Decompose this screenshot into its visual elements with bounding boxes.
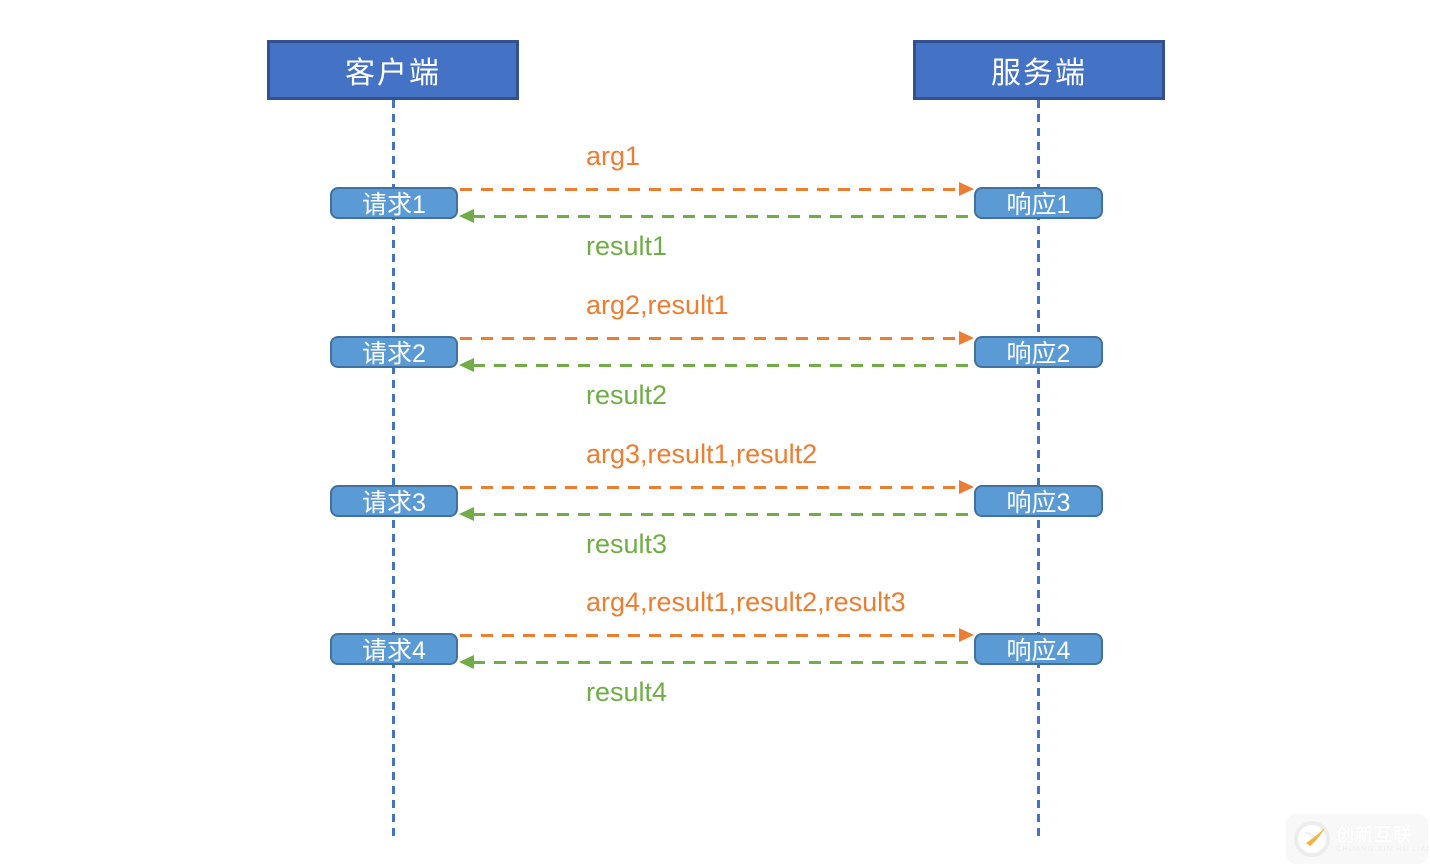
result-label: result2 — [586, 380, 668, 410]
response-node-label: 响应1 — [1006, 191, 1071, 219]
result-arrow — [473, 364, 973, 367]
response-node: 响应2 — [974, 336, 1103, 368]
result-arrowhead-icon — [459, 358, 474, 372]
response-node: 响应3 — [974, 485, 1103, 517]
request-arrow — [460, 486, 961, 489]
request-node-label: 请求3 — [362, 489, 426, 517]
request-arrowhead-icon — [959, 480, 974, 494]
request-arrowhead-icon — [959, 182, 974, 196]
result-arrowhead-icon — [459, 655, 474, 669]
response-node-label: 响应3 — [1006, 489, 1071, 517]
response-node-label: 响应2 — [1006, 340, 1071, 368]
request-arrow — [460, 337, 961, 340]
request-node: 请求4 — [330, 633, 458, 665]
result-label: result1 — [586, 231, 668, 261]
request-node: 请求3 — [330, 485, 458, 517]
actor-server-box: 服务端 — [913, 40, 1165, 100]
response-node: 响应1 — [974, 187, 1103, 219]
request-node-label: 请求1 — [362, 191, 426, 219]
result-arrowhead-icon — [459, 209, 474, 223]
request-node: 请求2 — [330, 336, 458, 368]
request-arrow — [460, 188, 961, 191]
response-node-label: 响应4 — [1006, 637, 1071, 665]
request-arrowhead-icon — [959, 331, 974, 345]
client-lifeline — [392, 100, 395, 841]
result-arrow — [473, 215, 973, 218]
request-node-label: 请求4 — [362, 637, 426, 665]
request-node-label: 请求2 — [362, 340, 426, 368]
actor-server-label: 服务端 — [991, 57, 1087, 90]
server-lifeline — [1037, 100, 1040, 841]
arg-label: arg2,result1 — [586, 290, 729, 320]
watermark: 创新互联 CHUANG XIN HU LIAN — [1286, 814, 1430, 864]
watermark-brand-en: CHUANG XIN HU LIAN — [1336, 843, 1430, 853]
response-node: 响应4 — [974, 633, 1103, 665]
result-arrow — [473, 513, 973, 516]
result-arrowhead-icon — [459, 507, 474, 521]
actor-client-box: 客户端 — [267, 40, 519, 100]
request-arrowhead-icon — [959, 628, 974, 642]
result-arrow — [473, 661, 973, 664]
watermark-brand: 创新互联 — [1336, 824, 1412, 845]
brand-logo-icon — [1294, 821, 1330, 857]
request-node: 请求1 — [330, 187, 458, 219]
arg-label: arg4,result1,result2,result3 — [586, 587, 906, 617]
arg-label: arg1 — [586, 141, 641, 171]
result-label: result3 — [586, 529, 668, 559]
actor-client-label: 客户端 — [345, 57, 441, 90]
result-label: result4 — [586, 677, 668, 707]
request-arrow — [460, 634, 961, 637]
arg-label: arg3,result1,result2 — [586, 439, 818, 469]
